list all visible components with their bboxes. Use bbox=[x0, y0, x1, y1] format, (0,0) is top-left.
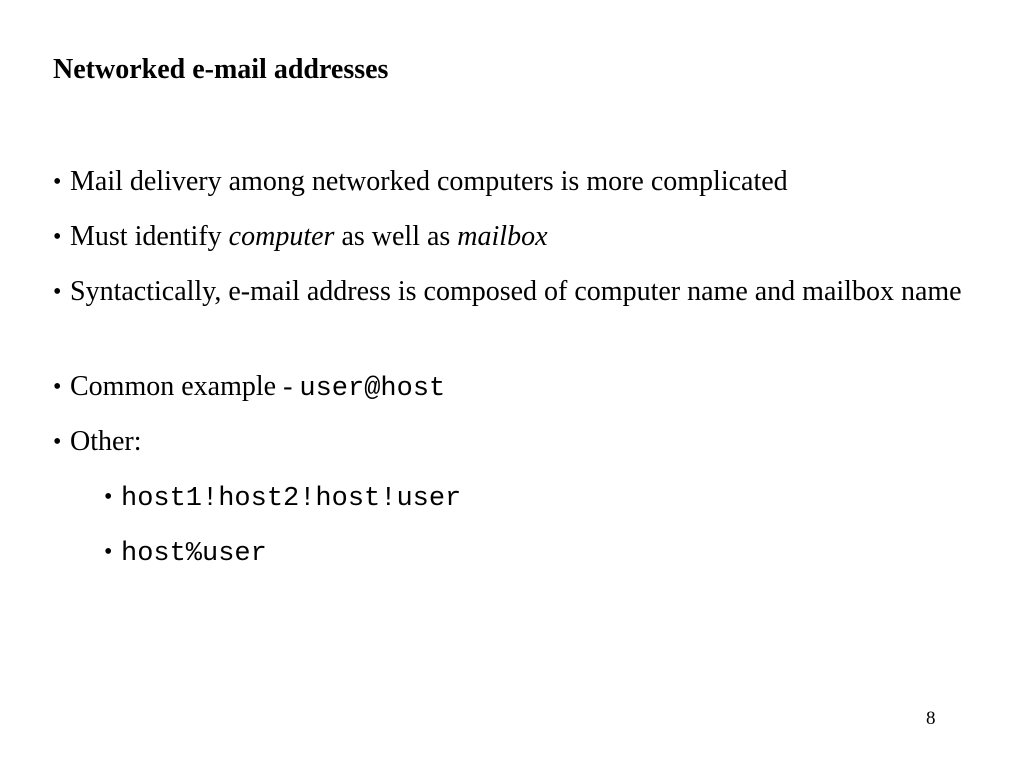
emphasis-mailbox: mailbox bbox=[457, 221, 548, 252]
bullet-text: Other: bbox=[70, 426, 142, 457]
sub-bullet-text: host%user bbox=[121, 539, 267, 569]
bullet-icon: • bbox=[53, 279, 62, 305]
bullet-icon: • bbox=[53, 374, 62, 400]
bullet-icon: • bbox=[53, 169, 62, 195]
bullet-item-mail-delivery: • Mail delivery among networked computers… bbox=[53, 162, 788, 202]
bullet-text: Syntactically, e-mail address is compose… bbox=[70, 276, 962, 307]
bullet-icon: • bbox=[104, 539, 113, 565]
bullet-text: Must identify bbox=[70, 221, 229, 252]
page-number: 8 bbox=[926, 708, 936, 729]
sub-bullet-item-percent-path: • host%user bbox=[104, 532, 267, 574]
sub-bullet-item-bang-path: • host1!host2!host!user bbox=[104, 477, 461, 519]
bullet-icon: • bbox=[53, 224, 62, 250]
slide-title: Networked e-mail addresses bbox=[53, 54, 389, 85]
bullet-text: Mail delivery among networked computers … bbox=[70, 166, 788, 197]
sub-bullet-text: host1!host2!host!user bbox=[121, 484, 462, 514]
bullet-icon: • bbox=[53, 429, 62, 455]
example-address: user@host bbox=[299, 374, 446, 404]
bullet-text: as well as bbox=[334, 221, 458, 252]
bullet-text: Common example - bbox=[70, 371, 300, 402]
bullet-item-common-example: • Common example - user@host bbox=[53, 367, 445, 409]
bullet-item-must-identify: • Must identify computer as well as mailb… bbox=[53, 217, 548, 257]
bullet-item-other: • Other: bbox=[53, 422, 142, 462]
bullet-item-syntactically: • Syntactically, e-mail address is compos… bbox=[53, 272, 973, 312]
emphasis-computer: computer bbox=[228, 221, 335, 252]
bullet-icon: • bbox=[104, 484, 113, 510]
